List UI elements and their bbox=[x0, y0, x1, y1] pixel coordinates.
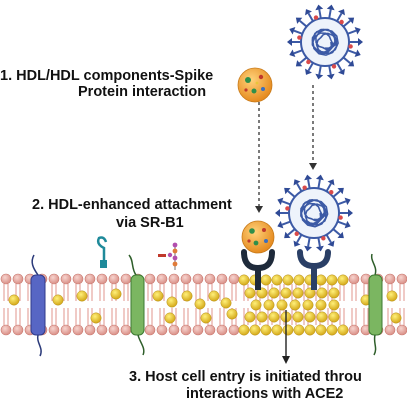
step2-line2: via SR-B1 bbox=[116, 215, 184, 231]
virus-icon bbox=[275, 174, 353, 252]
entry-arrow bbox=[282, 310, 290, 364]
glycolipid-icon bbox=[96, 236, 108, 268]
dashed-arrow-hdl bbox=[255, 102, 263, 213]
lipid-raft bbox=[8, 274, 402, 336]
virus-icon bbox=[287, 4, 363, 80]
step3-line2: interactions with ACE2 bbox=[186, 386, 344, 402]
step1-line2: Protein interaction bbox=[78, 84, 207, 100]
dashed-arrow-virus bbox=[309, 85, 317, 170]
transmembrane-protein-icon bbox=[128, 254, 145, 356]
step2-line1: 2. HDL-enhanced attachment bbox=[32, 197, 232, 213]
transmembrane-protein-icon bbox=[30, 254, 46, 357]
ace2-receptor-icon bbox=[297, 249, 331, 290]
hdl-particle-icon bbox=[237, 67, 273, 103]
step3-line1: 3. Host cell entry is initiated throu bbox=[129, 369, 362, 385]
glycan-chain-icon bbox=[158, 242, 178, 270]
sr-b1-receptor-icon bbox=[241, 249, 275, 290]
hdl-particle-icon bbox=[241, 220, 275, 254]
step1-line1: 1. HDL/HDL components-Spike bbox=[0, 68, 214, 84]
transmembrane-protein-icon bbox=[368, 253, 383, 356]
